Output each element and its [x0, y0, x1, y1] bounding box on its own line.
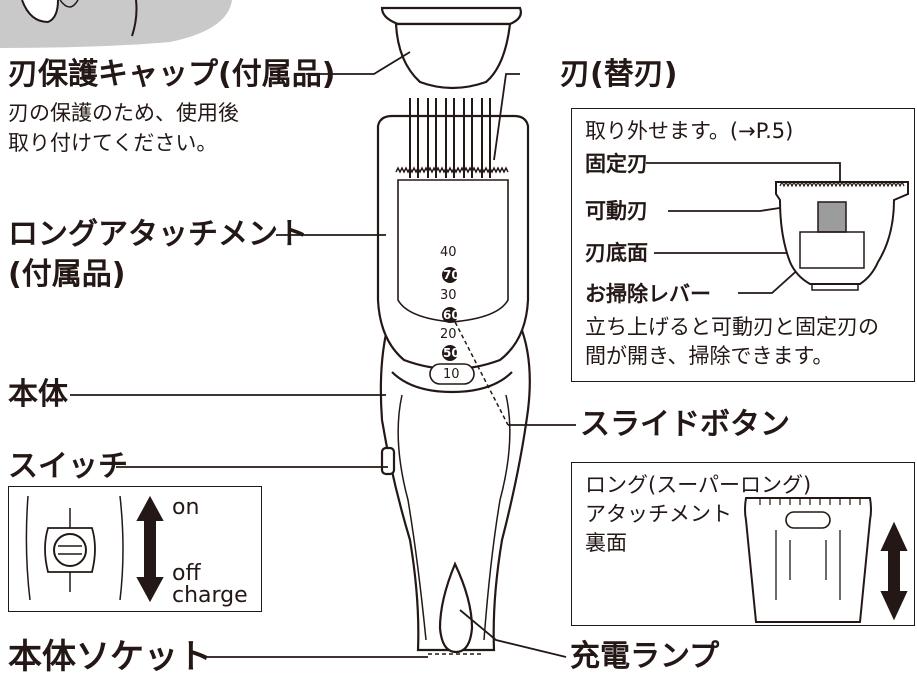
scale-mark-40: 40 [440, 245, 457, 260]
attachment-back-line-1: ロング(スーパーロング) [585, 473, 812, 497]
attachment-label-accessory: (付属品) [8, 257, 126, 292]
blade-remove-note: 取り外せます。(→P.5) [585, 119, 794, 143]
body-label: 本体 [8, 377, 68, 412]
scale-mark-70: 70 [443, 268, 460, 282]
moving-blade-label: 可動刃 [585, 199, 648, 223]
slide-button-label: スライドボタン [580, 407, 790, 442]
scale-mark-20: 20 [440, 327, 457, 342]
attachment-back-line-3: 裏面 [585, 531, 627, 555]
cap-label: 刃保護キャップ(付属品) [8, 57, 336, 92]
scale-mark-10: 10 [443, 367, 460, 382]
switch-charge-label: charge [172, 583, 248, 608]
corner-illustration [0, 0, 232, 48]
blade-desc-line-1: 立ち上げると可動刃と固定刃の [585, 315, 879, 339]
charge-lamp-label: 充電ランプ [570, 639, 720, 674]
long-attachment-illustration [376, 98, 530, 385]
blade-cap-illustration [380, 6, 522, 90]
blade-bottom-label: 刃底面 [585, 241, 648, 265]
switch-on-label: on [172, 495, 200, 520]
attachment-back-line-2: アタッチメント [585, 502, 732, 526]
blade-desc-line-2: 間が開き、掃除できます。 [585, 344, 834, 368]
switch-label: スイッチ [8, 449, 128, 484]
cap-note-line-2: 取り付けてください。 [8, 131, 218, 155]
fixed-blade-label: 固定刃 [585, 152, 648, 176]
attachment-label: ロングアタッチメント [8, 217, 308, 252]
socket-label: 本体ソケット [8, 637, 212, 677]
scale-mark-50: 50 [443, 346, 460, 360]
cap-note-line-1: 刃の保護のため、使用後 [8, 101, 239, 125]
blade-label: 刃(替刃) [560, 57, 678, 92]
clipper-body [379, 323, 531, 655]
switch-off-label: off [172, 561, 201, 586]
cleaning-lever-label: お掃除レバー [585, 282, 711, 306]
scale-mark-30: 30 [440, 288, 457, 303]
scale-mark-60: 60 [443, 308, 460, 322]
